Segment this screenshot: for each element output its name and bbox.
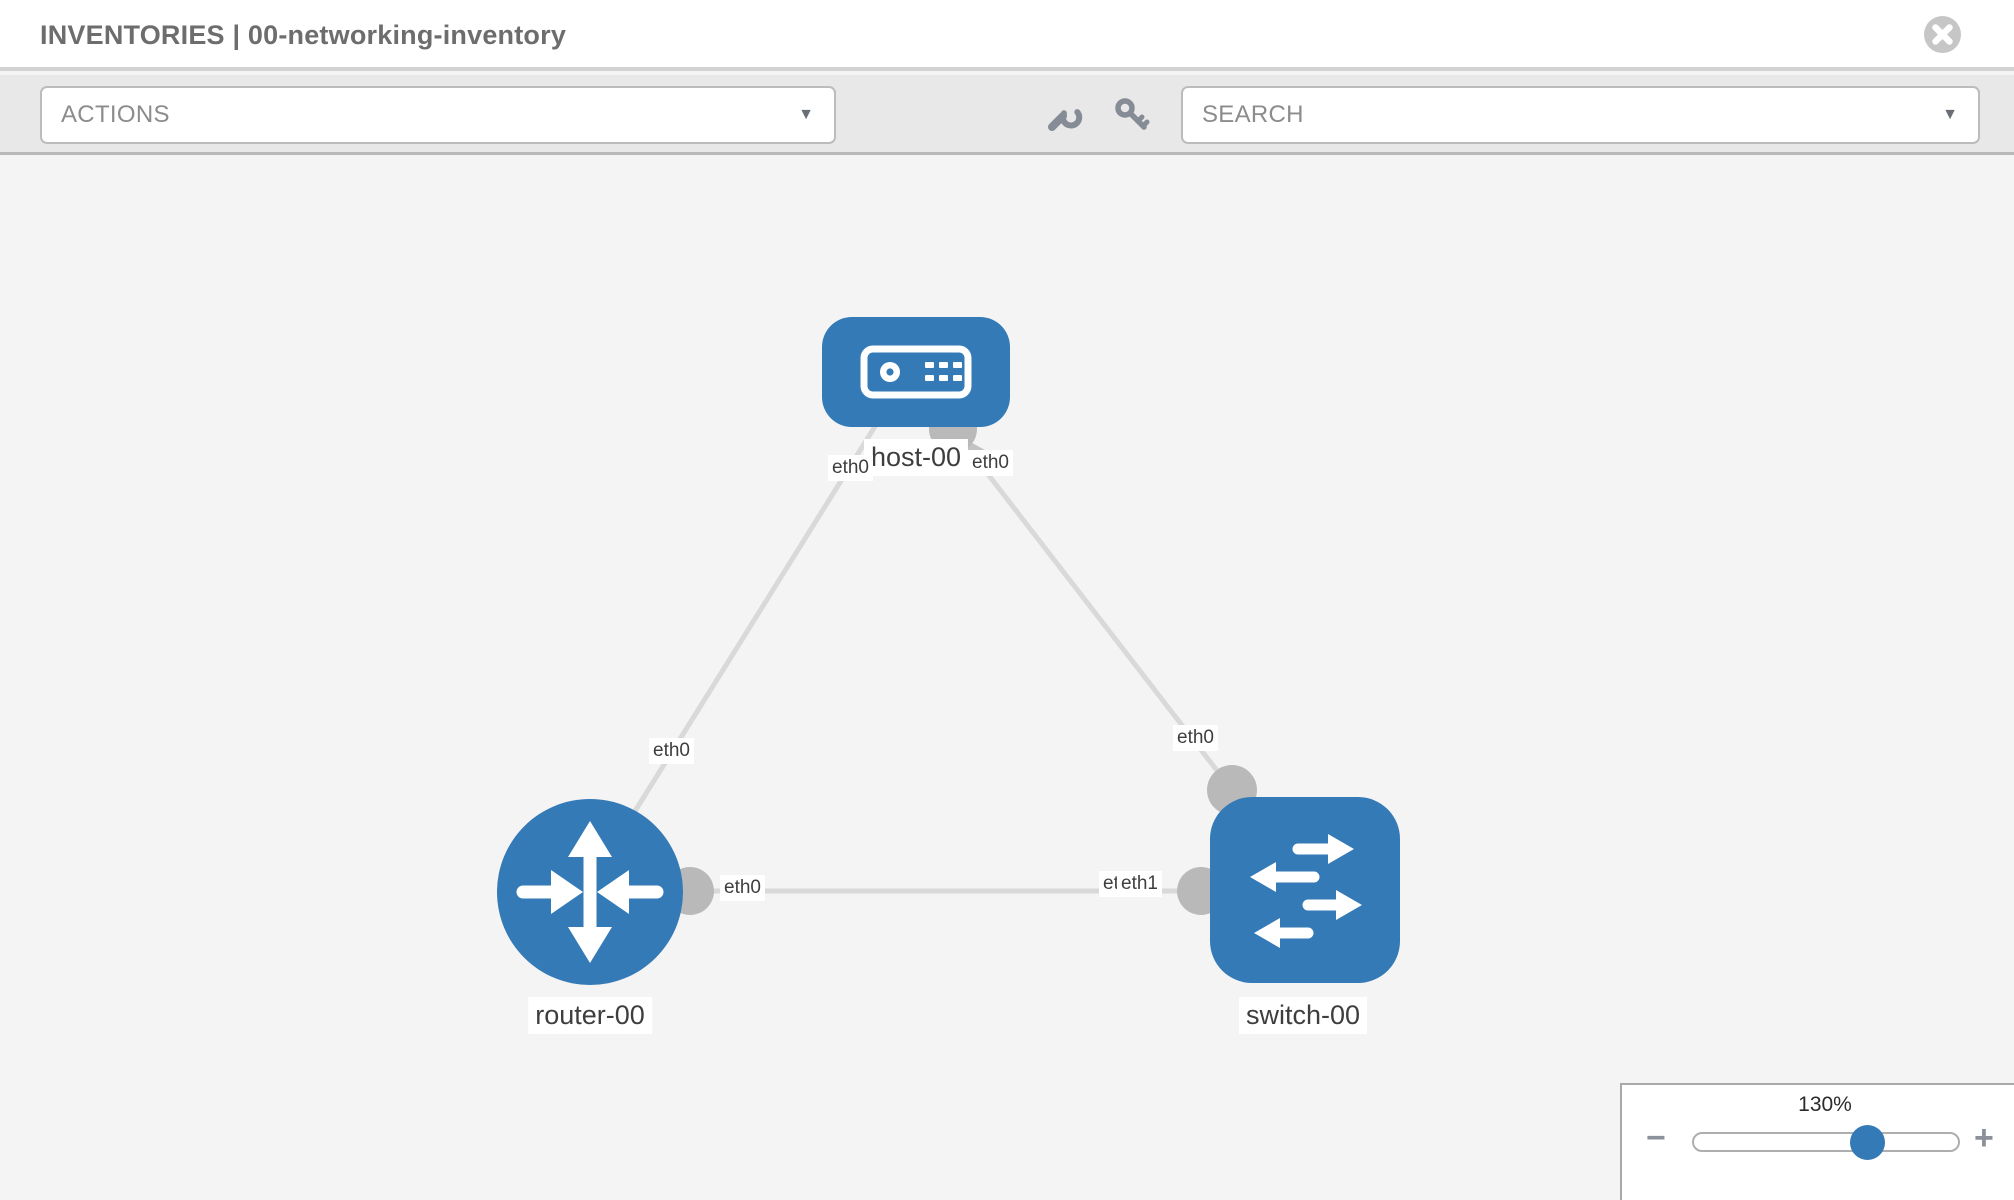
actions-dropdown[interactable]: ACTIONS ▼ [40,86,836,144]
interface-label-host-right: eth0 [968,450,1013,476]
key-icon [1112,98,1152,138]
interface-label-switch-uplink: eth0 [1173,725,1218,751]
node-switch-00[interactable] [1210,797,1400,983]
node-label-host: host-00 [863,439,969,476]
chevron-down-icon: ▼ [798,106,814,123]
node-router-00[interactable] [497,799,683,985]
wrench-icon [1044,109,1084,138]
zoom-control-panel: 130% − + [1620,1083,2014,1200]
interface-label-host-left: eth0 [828,455,873,481]
node-host-00[interactable] [822,317,1010,427]
interface-label-router-uplink: eth0 [649,738,694,764]
interface-label-router-right: eth0 [720,875,765,901]
page-header: INVENTORIES | 00-networking-inventory [0,0,2014,71]
zoom-slider-thumb[interactable] [1850,1125,1885,1160]
zoom-in-button[interactable]: + [1974,1119,1994,1157]
configure-button[interactable] [1042,95,1086,137]
close-icon [1924,16,1961,56]
link-host-router [609,410,887,850]
close-button[interactable] [1924,16,1961,53]
topology-canvas[interactable]: host-00 router-00 switch-00 eth0 eth0 et… [0,158,2014,1200]
toolbar: ACTIONS ▼ ▼ [0,75,2014,155]
search-input[interactable] [1183,88,1978,142]
actions-dropdown-label: ACTIONS [61,101,170,128]
interface-label-switch-left: eth1 [1117,871,1162,897]
node-label-router: router-00 [528,997,652,1034]
node-label-switch: switch-00 [1238,997,1368,1034]
zoom-level-value: 130% [1798,1093,1852,1116]
zoom-slider-track[interactable] [1692,1125,1960,1160]
page-title: INVENTORIES | 00-networking-inventory [40,20,567,50]
search-dropdown[interactable]: ▼ [1181,86,1980,144]
credentials-button[interactable] [1110,95,1154,137]
zoom-out-button[interactable]: − [1646,1119,1666,1157]
